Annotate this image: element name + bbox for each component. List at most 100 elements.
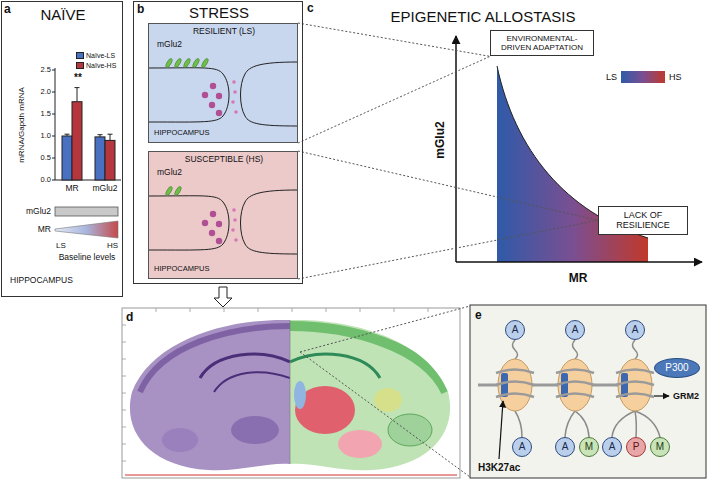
- region-name: HIPPOCAMPUS: [10, 276, 73, 286]
- category-label: MR: [65, 184, 78, 194]
- panel-letter: c: [307, 2, 314, 16]
- receptor-name: mGlu2: [157, 168, 182, 178]
- scale-end: HS: [107, 241, 118, 250]
- brain-atlas: [338, 430, 382, 458]
- condition-box: RESILIENT (LS)mGlu2HIPPOCAMPUS: [148, 23, 298, 143]
- condition-title: RESILIENT (LS): [193, 27, 255, 37]
- significance-mark: **: [74, 72, 82, 84]
- postsynaptic-membrane: [241, 62, 298, 126]
- baseline-scale: [55, 207, 118, 238]
- axis-title: MR: [569, 272, 588, 286]
- chromatin-illustration: [635, 411, 660, 437]
- condition-box: SUSCEPTIBLE (HS)mGlu2HIPPOCAMPUS: [148, 151, 298, 279]
- legend-text: Naïve-LS: [86, 52, 115, 59]
- chromatin-illustration: [612, 411, 635, 437]
- chromatin-illustration: [558, 359, 592, 411]
- brain-atlas: [140, 326, 446, 458]
- synapse-illustration: [149, 186, 297, 254]
- tick-label: 1.0: [41, 132, 51, 141]
- chromatin-illustration: [635, 411, 636, 437]
- glutamate-dot: [232, 80, 236, 84]
- chromatin-illustration: [565, 411, 575, 437]
- chromatin-illustration: [575, 411, 589, 437]
- chromatin-illustration: [573, 340, 578, 359]
- vesicle: [202, 220, 208, 226]
- axis-title: mGlu2: [434, 121, 448, 158]
- zoom-leader-lines: [300, 306, 470, 352]
- mark-letter: A: [572, 325, 579, 335]
- chromatin-illustration: [470, 305, 706, 478]
- brain-atlas: [294, 381, 306, 409]
- panel-letter: a: [4, 3, 11, 17]
- legend-swatch: [76, 62, 84, 69]
- chromatin-illustration: [633, 340, 638, 359]
- histone-mark-name: H3K27ac: [478, 462, 520, 474]
- bar-chart: [95, 137, 105, 180]
- tick-label: 2.0: [41, 88, 51, 97]
- chromatin-illustration: [470, 305, 706, 478]
- panel-letter: d: [126, 311, 133, 325]
- chromatin-illustration: [513, 340, 661, 437]
- receptor-symbol: [174, 58, 182, 69]
- glutamate-dot: [234, 238, 238, 242]
- hollow-arrow: [214, 287, 232, 307]
- brain-atlas: [290, 354, 380, 378]
- bar-chart: [105, 140, 115, 180]
- vesicle: [216, 110, 222, 116]
- brain-atlas: [125, 474, 457, 475]
- receptor-symbol: [165, 186, 173, 197]
- methyl-mark: M: [579, 437, 599, 457]
- glutamate-dot: [232, 208, 236, 212]
- vesicle: [209, 102, 215, 108]
- brain-atlas: [290, 326, 446, 458]
- callout-text: ENVIRONMENTAL-DRIVEN ADAPTATION: [495, 34, 589, 52]
- callout-box: ENVIRONMENTAL-DRIVEN ADAPTATION: [490, 30, 594, 56]
- acetyl-mark: A: [555, 437, 575, 457]
- enzyme-name: P300: [665, 363, 688, 373]
- legend-row: Naïve-HS: [76, 60, 116, 70]
- acetyl-mark: A: [602, 437, 622, 457]
- tick-label: 1.5: [41, 110, 51, 119]
- presynaptic-membrane: [149, 196, 229, 250]
- dotted-connector: [298, 23, 490, 56]
- mark-letter: A: [632, 325, 639, 335]
- legend-row: Naïve-LS: [76, 50, 116, 60]
- brain-atlas: [122, 308, 460, 478]
- scale-label: MR: [38, 225, 51, 235]
- legend-swatch: [76, 52, 84, 59]
- region-name: HIPPOCAMPUS: [154, 265, 209, 274]
- allostasis-graph: [621, 71, 665, 83]
- zoom-leader-lines: [300, 306, 470, 477]
- brain-atlas: [130, 320, 290, 470]
- mark-letter: M: [585, 442, 593, 452]
- legend-text: Naïve-HS: [86, 62, 116, 69]
- dotted-connector: [298, 151, 598, 220]
- mark-letter: P: [633, 442, 640, 452]
- axis-title: mRNA/Gapdh mRNA: [17, 87, 26, 163]
- tick-label: 0.5: [41, 154, 51, 163]
- gradient-end: LS: [606, 72, 617, 82]
- glutamate-dot: [233, 218, 237, 222]
- allostasis-graph: [456, 36, 702, 262]
- chromatin-illustration: [654, 395, 669, 396]
- brain-atlas: [290, 326, 446, 392]
- chromatin-illustration: [616, 370, 654, 398]
- scale-label: mGlu2: [26, 207, 51, 217]
- acetyl-mark: A: [625, 320, 645, 340]
- hollow-arrow: [214, 287, 232, 307]
- brain-atlas: [162, 428, 198, 452]
- chromatin-illustration: [515, 411, 522, 437]
- vesicle: [216, 221, 222, 227]
- brain-atlas: [290, 320, 450, 470]
- scale-caption: Baseline levels: [59, 253, 116, 263]
- acetyl-mark: A: [505, 320, 525, 340]
- acetyl-mark: A: [565, 320, 585, 340]
- mark-letter: M: [656, 442, 664, 452]
- zoom-leader-lines: [300, 352, 470, 477]
- chromatin-illustration: [513, 340, 518, 359]
- chromatin-illustration: [496, 370, 534, 398]
- mark-letter: A: [519, 442, 526, 452]
- category-label: mGlu2: [92, 184, 117, 194]
- region-name: HIPPOCAMPUS: [154, 129, 209, 138]
